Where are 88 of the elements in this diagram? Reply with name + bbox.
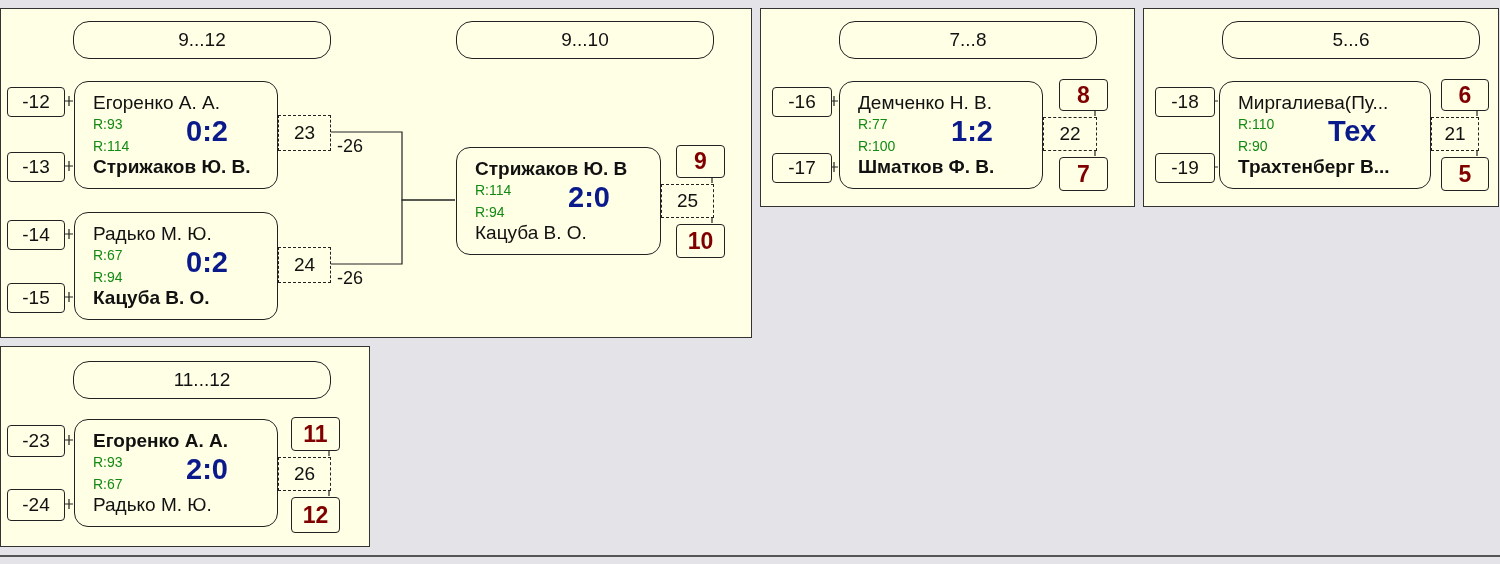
rating: R:100 [858, 138, 896, 154]
match-box [74, 212, 278, 320]
match-score: Тех [1326, 115, 1378, 148]
connector-line [63, 160, 74, 172]
player-name: Радько М. Ю. [93, 494, 212, 516]
rating: R:94 [93, 269, 123, 285]
place-number: 5 [1441, 157, 1489, 191]
player-name: Миргалиева(Пу... [1238, 92, 1389, 114]
connector-line [328, 449, 330, 457]
rating: R:77 [858, 116, 888, 132]
match-number: 26 [278, 457, 331, 491]
connector-line [63, 95, 74, 107]
connector-line [830, 161, 839, 173]
group-header: 9...12 [73, 21, 331, 59]
seed-label: -14 [7, 220, 65, 250]
seed-label: -23 [7, 425, 65, 457]
rating: R:114 [93, 138, 130, 154]
match-box [456, 147, 661, 255]
player-name: Егоренко А. А. [93, 92, 220, 114]
rating: R:94 [475, 204, 505, 220]
rating: R:67 [93, 247, 123, 263]
seed-label: -24 [7, 489, 65, 521]
rating: R:93 [93, 116, 123, 132]
panel [0, 8, 752, 338]
connector-line [63, 291, 74, 303]
seed-label: -19 [1155, 153, 1215, 183]
place-number: 8 [1059, 79, 1108, 111]
player-name: Кацуба В. О. [475, 222, 587, 244]
connector-line [711, 176, 713, 184]
player-name: Шматков Ф. В. [858, 156, 995, 178]
edge-label: -26 [336, 269, 364, 287]
match-number: 25 [661, 184, 714, 218]
connector-line [63, 434, 74, 446]
match-box [74, 81, 278, 189]
match-box [74, 419, 278, 527]
rating: R:67 [93, 476, 123, 492]
seed-label: -18 [1155, 87, 1215, 117]
group-header: 11...12 [73, 361, 331, 399]
place-number: 12 [291, 497, 340, 533]
connector-line [63, 228, 74, 240]
connector-line [328, 489, 330, 497]
match-box [839, 81, 1043, 189]
rating: R:90 [1238, 138, 1268, 154]
match-score: 0:2 [185, 115, 229, 148]
connector-line [711, 216, 713, 224]
seed-label: -17 [772, 153, 832, 183]
player-name: Стрижаков Ю. В [475, 158, 628, 180]
seed-label: -16 [772, 87, 832, 117]
seed-label: -13 [7, 152, 65, 182]
player-name: Егоренко А. А. [93, 430, 228, 452]
player-name: Стрижаков Ю. В. [93, 156, 251, 178]
match-number: 22 [1043, 117, 1097, 151]
connector-line [830, 95, 839, 107]
player-name: Демченко Н. В. [858, 92, 993, 114]
group-header: 9...10 [456, 21, 714, 59]
connector-line [329, 199, 456, 265]
rating: R:110 [1238, 116, 1275, 132]
panel [1143, 8, 1499, 207]
place-number: 7 [1059, 157, 1108, 191]
place-number: 6 [1441, 79, 1489, 111]
connector-line [1094, 109, 1096, 117]
group-header: 5...6 [1222, 21, 1480, 59]
seed-label: -12 [7, 87, 65, 117]
panel [760, 8, 1135, 207]
match-score: 1:2 [950, 115, 994, 148]
match-number: 21 [1431, 117, 1479, 151]
place-number: 11 [291, 417, 340, 451]
player-name: Трахтенберг В... [1238, 156, 1390, 178]
rating: R:93 [93, 454, 123, 470]
connector-line [1094, 149, 1096, 157]
match-score: 2:0 [185, 453, 229, 486]
match-number: 23 [278, 115, 331, 151]
match-score: 0:2 [185, 246, 229, 279]
match-score: 2:0 [567, 181, 611, 214]
connector-line [1476, 109, 1478, 117]
player-name: Кацуба В. О. [93, 287, 210, 309]
edge-label: -26 [336, 137, 364, 155]
match-box [1219, 81, 1431, 189]
group-header: 7...8 [839, 21, 1097, 59]
match-number: 24 [278, 247, 331, 283]
connector-line [63, 498, 74, 510]
place-number: 10 [676, 224, 725, 258]
rating: R:114 [475, 182, 512, 198]
seed-label: -15 [7, 283, 65, 313]
place-number: 9 [676, 145, 725, 178]
connector-line [1476, 149, 1478, 157]
player-name: Радько М. Ю. [93, 223, 212, 245]
panel [0, 346, 370, 547]
